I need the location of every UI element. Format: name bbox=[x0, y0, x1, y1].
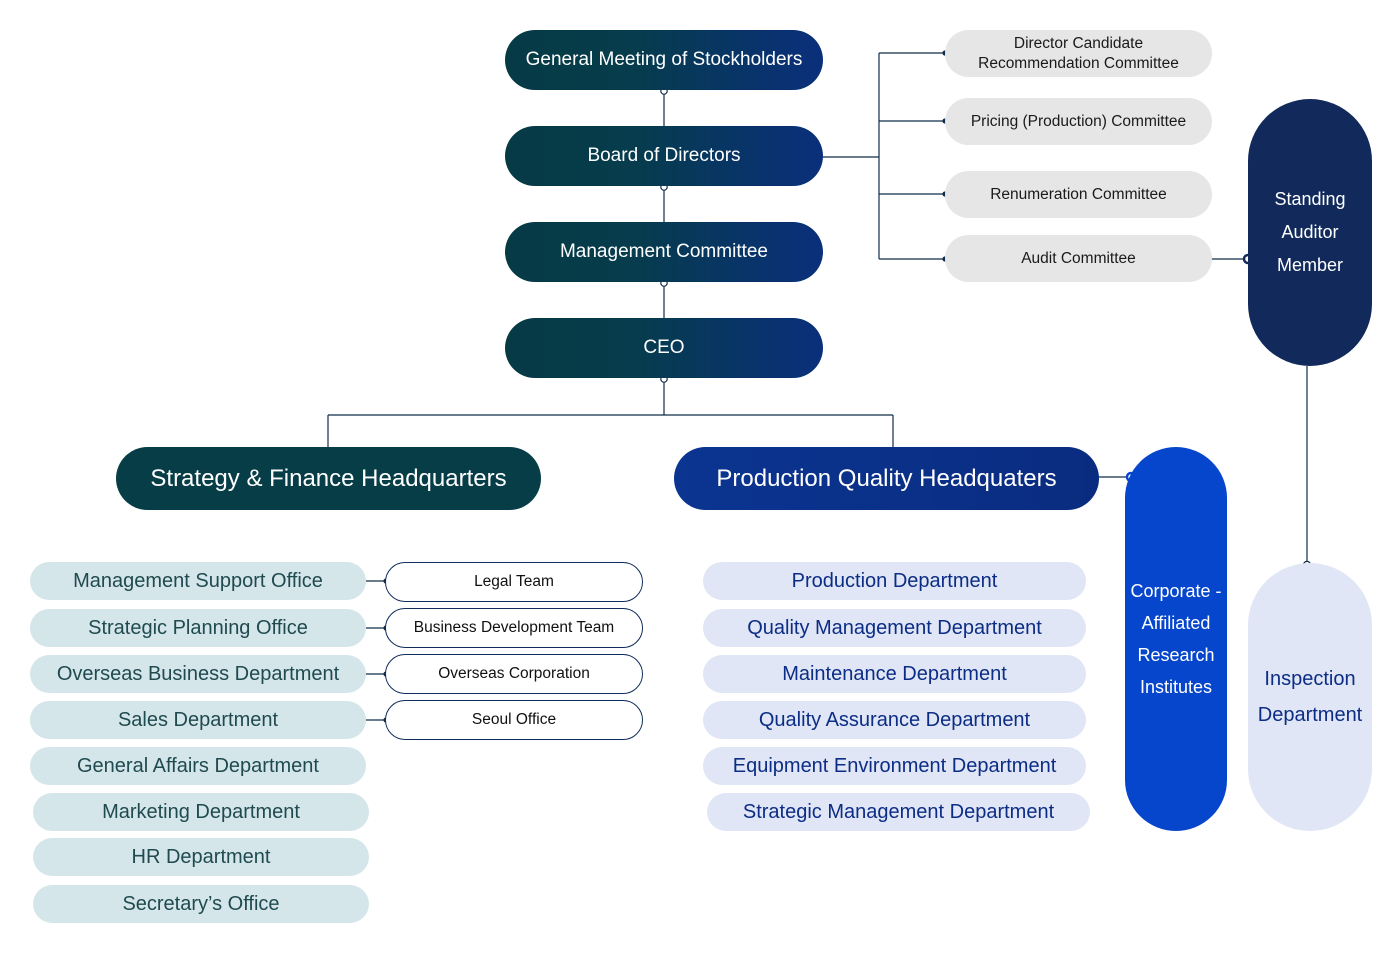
dept-management-support: Management Support Office bbox=[30, 562, 366, 600]
production-quality-hq: Production Quality Headquaters bbox=[674, 447, 1099, 510]
research-line1: Corporate - bbox=[1130, 581, 1222, 601]
dept-strategic-planning: Strategic Planning Office bbox=[30, 609, 366, 647]
pricing-committee-label: Pricing (Production) Committee bbox=[970, 112, 1187, 130]
dept-equipment-environment: Equipment Environment Department bbox=[703, 747, 1086, 785]
dept-overseas-business: Overseas Business Department bbox=[30, 655, 366, 693]
dept-label: Quality Assurance Department bbox=[758, 708, 1031, 731]
dept-label: Quality Management Department bbox=[747, 616, 1042, 639]
dept-label: Overseas Business Department bbox=[56, 662, 340, 685]
inspection-line2: Department bbox=[1257, 704, 1363, 726]
team-label: Seoul Office bbox=[471, 711, 557, 728]
strategy-finance-hq-label: Strategy & Finance Headquarters bbox=[150, 464, 507, 492]
research-institutes: Corporate - Affiliated Research Institut… bbox=[1125, 447, 1227, 831]
standing-auditor-line2: Auditor bbox=[1281, 222, 1339, 242]
board-of-directors-box: Board of Directors bbox=[505, 126, 823, 186]
renumeration-committee-label: Renumeration Committee bbox=[990, 185, 1167, 203]
management-committee-box: Management Committee bbox=[505, 222, 823, 282]
dept-general-affairs: General Affairs Department bbox=[30, 747, 366, 785]
dept-quality-management: Quality Management Department bbox=[703, 609, 1086, 647]
strategy-finance-hq: Strategy & Finance Headquarters bbox=[116, 447, 541, 510]
research-line3: Research bbox=[1137, 645, 1215, 665]
dept-label: Marketing Department bbox=[102, 800, 300, 823]
stockholders-meeting-label: General Meeting of Stockholders bbox=[525, 49, 803, 70]
standing-auditor-member: Standing Auditor Member bbox=[1248, 99, 1372, 366]
research-line2: Affiliated bbox=[1141, 613, 1211, 633]
dept-label: Strategic Management Department bbox=[742, 800, 1055, 823]
dept-production: Production Department bbox=[703, 562, 1086, 600]
dept-label: Equipment Environment Department bbox=[732, 754, 1057, 777]
renumeration-committee: Renumeration Committee bbox=[945, 171, 1212, 218]
inspection-line1: Inspection bbox=[1264, 668, 1356, 690]
audit-committee: Audit Committee bbox=[945, 235, 1212, 282]
dept-label: Maintenance Department bbox=[782, 662, 1007, 685]
dept-quality-assurance: Quality Assurance Department bbox=[703, 701, 1086, 739]
director-candidate-line1: Director Candidate bbox=[1013, 34, 1144, 52]
ceo-box: CEO bbox=[505, 318, 823, 378]
inspection-department: Inspection Department bbox=[1248, 563, 1372, 831]
dept-label: Sales Department bbox=[117, 708, 279, 731]
dept-label: HR Department bbox=[131, 845, 271, 868]
management-committee-label: Management Committee bbox=[559, 241, 769, 262]
dept-label: Management Support Office bbox=[73, 569, 323, 592]
team-label: Legal Team bbox=[474, 573, 554, 590]
production-quality-hq-label: Production Quality Headquaters bbox=[716, 464, 1057, 492]
dept-secretary: Secretary’s Office bbox=[33, 885, 369, 923]
team-label: Business Development Team bbox=[413, 619, 615, 636]
standing-auditor-line3: Member bbox=[1276, 255, 1343, 275]
team-seoul-office: Seoul Office bbox=[385, 700, 643, 740]
dept-strategic-management: Strategic Management Department bbox=[707, 793, 1090, 831]
dept-label: Production Department bbox=[791, 569, 998, 592]
dept-sales: Sales Department bbox=[30, 701, 366, 739]
team-overseas-corporation: Overseas Corporation bbox=[385, 654, 643, 694]
team-business-development: Business Development Team bbox=[385, 608, 643, 648]
dept-marketing: Marketing Department bbox=[33, 793, 369, 831]
director-candidate-committee: Director Candidate Recommendation Commit… bbox=[945, 30, 1212, 77]
team-label: Overseas Corporation bbox=[438, 665, 590, 682]
team-legal: Legal Team bbox=[385, 562, 643, 602]
director-candidate-line2: Recommendation Committee bbox=[978, 54, 1179, 72]
stockholders-meeting-box: General Meeting of Stockholders bbox=[505, 30, 823, 90]
dept-hr: HR Department bbox=[33, 838, 369, 876]
audit-committee-label: Audit Committee bbox=[1021, 249, 1136, 267]
ceo-label: CEO bbox=[643, 337, 685, 358]
dept-label: Secretary’s Office bbox=[122, 892, 280, 915]
board-of-directors-label: Board of Directors bbox=[587, 145, 741, 166]
standing-auditor-line1: Standing bbox=[1274, 189, 1346, 209]
dept-label: Strategic Planning Office bbox=[88, 616, 308, 639]
research-line4: Institutes bbox=[1139, 677, 1213, 697]
dept-maintenance: Maintenance Department bbox=[703, 655, 1086, 693]
dept-label: General Affairs Department bbox=[77, 754, 319, 777]
pricing-committee: Pricing (Production) Committee bbox=[945, 98, 1212, 145]
